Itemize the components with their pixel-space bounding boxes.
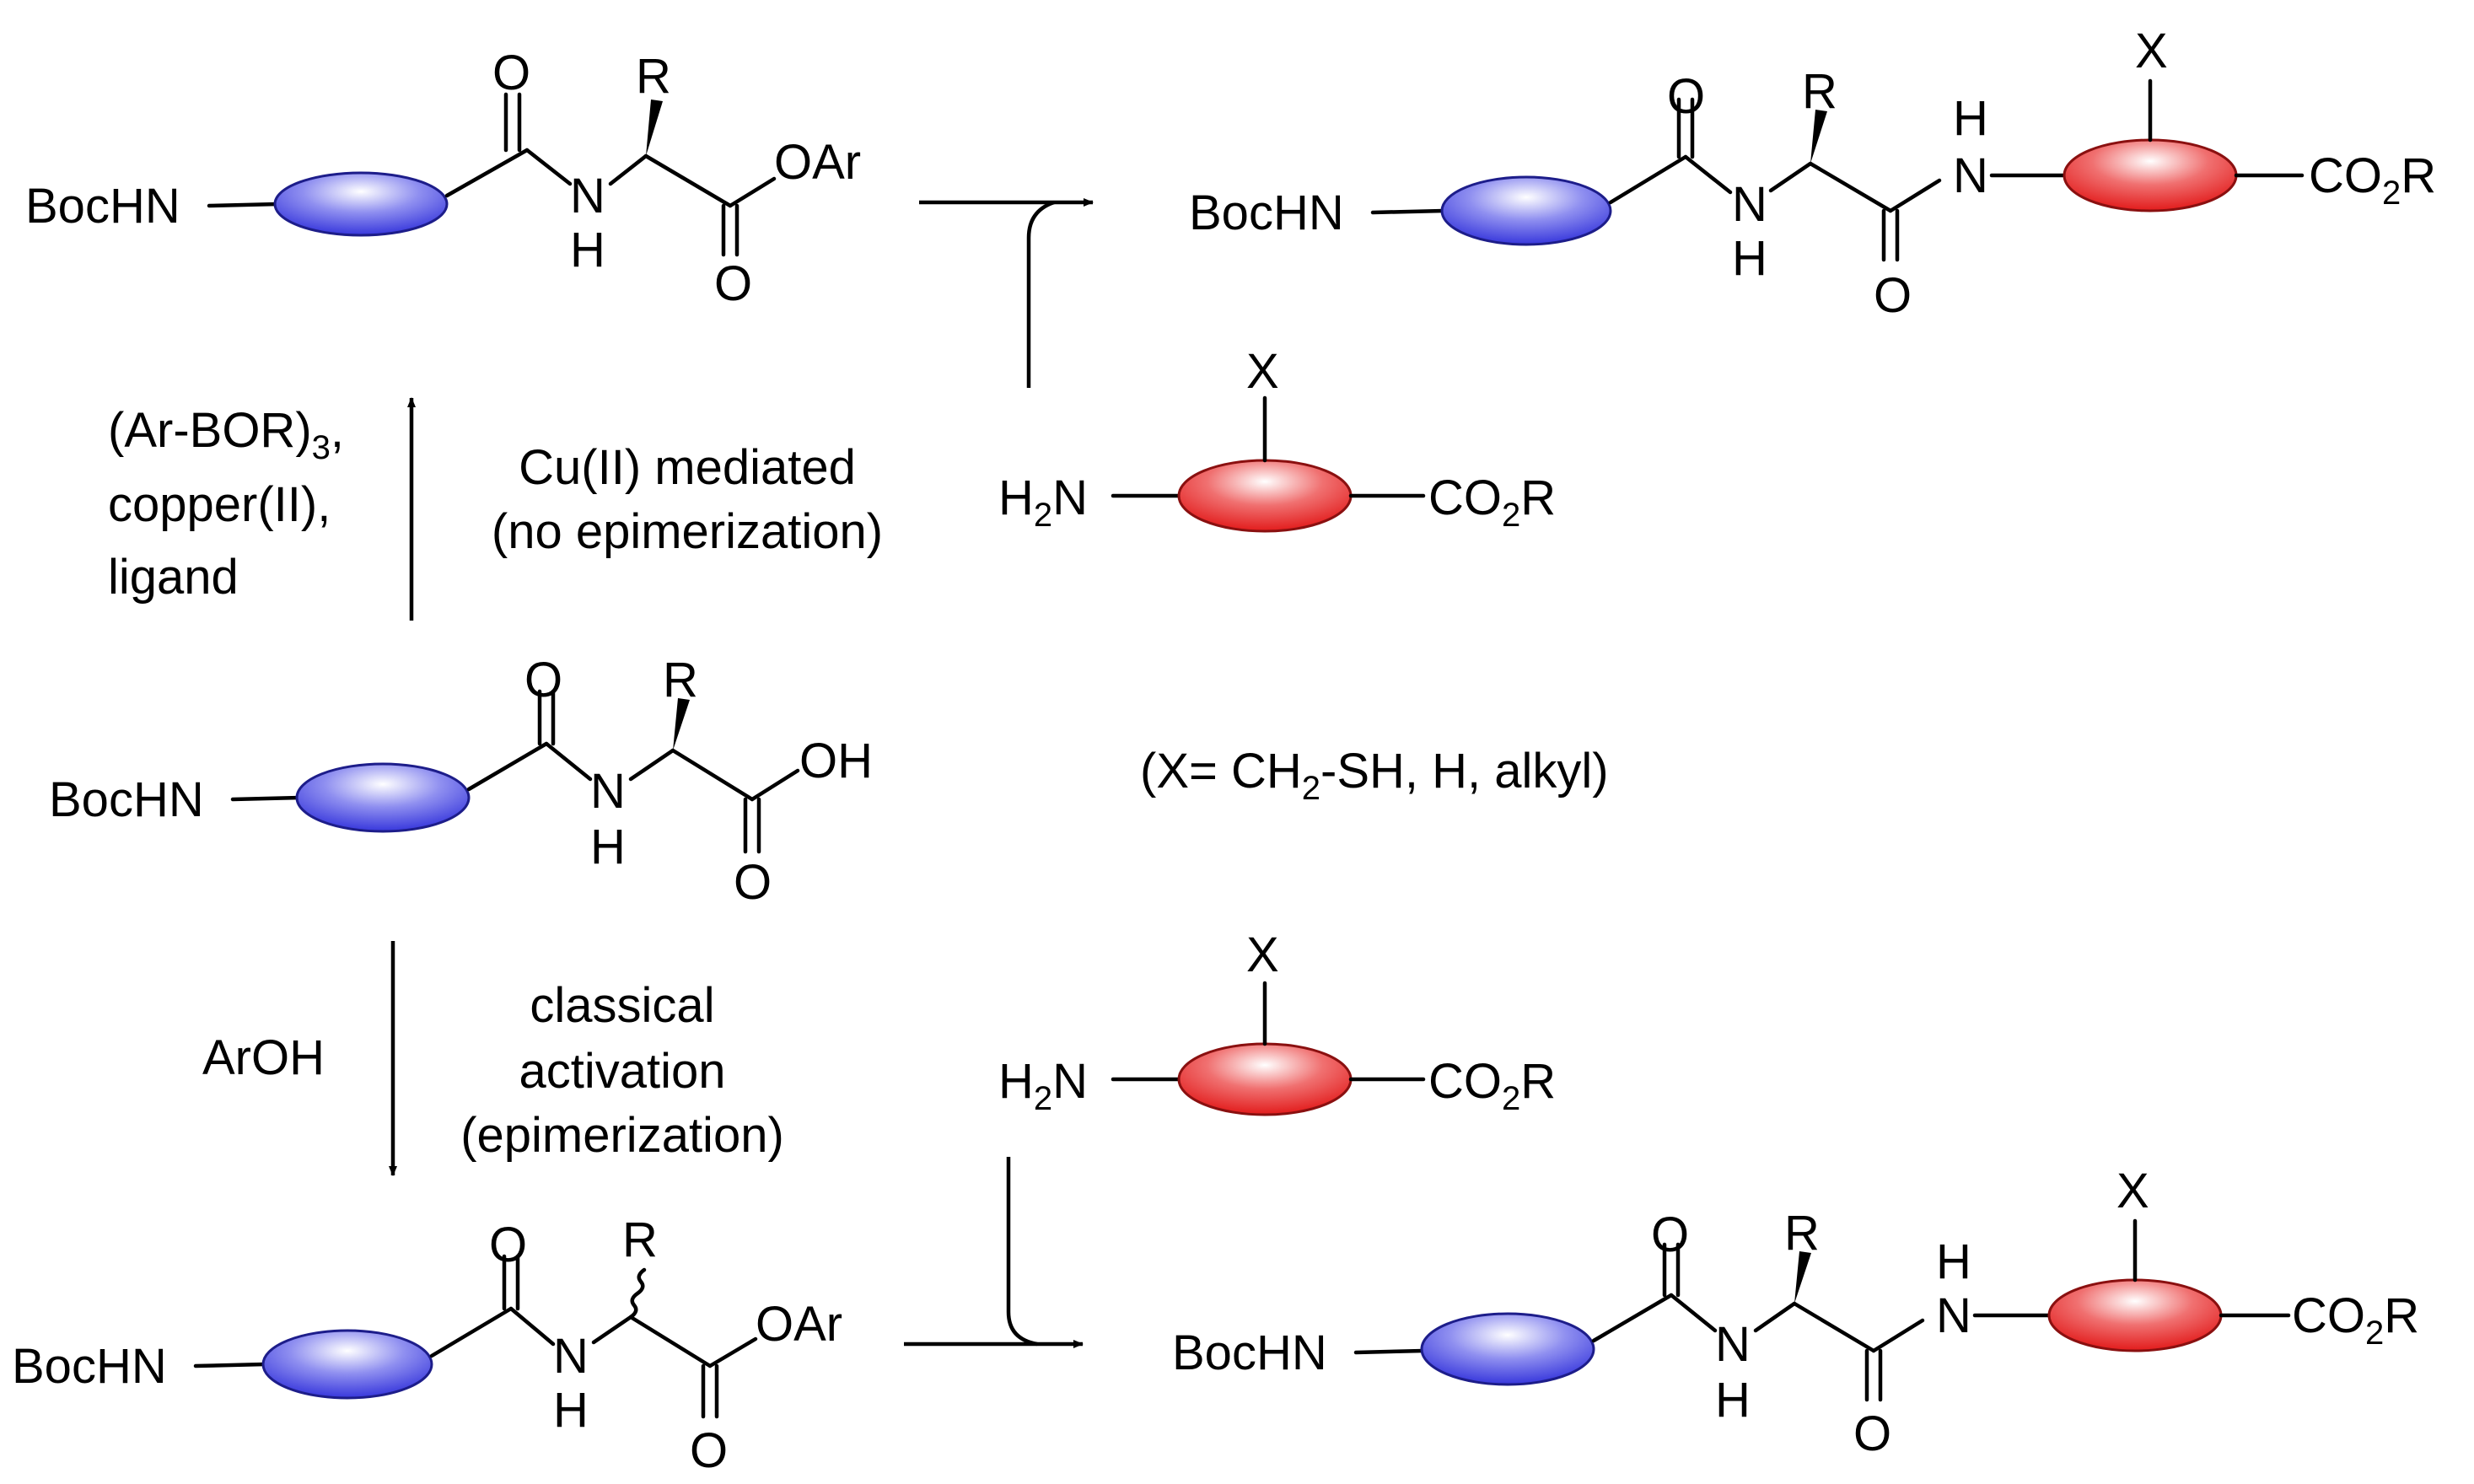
cu-note-line2: (no epimerization) [492,504,883,559]
blue-unit-ellipse [1420,1312,1595,1386]
co2r-label: CO2R [1428,470,1556,534]
amide-n-label: N [590,764,626,819]
bochn-label: BocHN [1172,1325,1327,1380]
ester-carbonyl-o-label: O [714,256,752,311]
carbonyl-o-label: O [1667,69,1705,124]
amine-component-lower: H2N X CO2R [998,928,1556,1117]
carbonyl-o-label: O [1874,268,1912,323]
cu-reagents-line2: copper(II), [108,477,331,532]
red-unit-ellipse [1177,1042,1353,1116]
bochn-label: BocHN [25,179,180,234]
amide-h-label: H [1715,1373,1751,1428]
amide-h-label: H [1732,231,1767,286]
r-group-label: R [1802,64,1837,119]
amide-h-label: H [590,820,626,874]
r-group-label: R [636,49,671,104]
amide-h-label: H [1936,1234,1971,1289]
blue-unit-ellipse [273,171,449,237]
co2r-label: CO2R [2292,1288,2419,1352]
aryl-ester-cu-route: BocHN O N H R O OAr [25,46,861,311]
cu-note-line1: Cu(II) mediated [519,440,856,495]
oh-label: OH [799,734,873,788]
amide-n-label: N [553,1329,589,1384]
x-substituent-label: X [2135,24,2168,78]
x-definition-text: (X= CH2-SH, H, alkyl) [1140,744,1609,807]
blue-unit-ellipse [261,1329,433,1400]
cu-reagents-line3: ligand [108,550,239,605]
x-substituent-label: X [1246,344,1279,399]
h2n-label: H2N [998,470,1088,534]
amide-n-label: N [1732,177,1767,232]
carbonyl-o-label: O [1651,1207,1689,1262]
free-acid-starting-material: BocHN O N H R O OH [49,653,873,910]
carbonyl-o-label: O [489,1218,527,1272]
x-substituent-label: X [1246,928,1279,982]
red-unit-ellipse [2063,138,2238,212]
carbonyl-o-label: O [524,653,562,707]
epimerized-wavy-bond [628,1267,647,1320]
co2r-label: CO2R [2309,148,2436,212]
amide-h-label: H [553,1383,589,1438]
ester-carbonyl-o-label: O [690,1423,728,1478]
r-group-label: R [1784,1206,1820,1261]
r-group-label: R [622,1212,658,1267]
acid-carbonyl-o-label: O [734,855,772,910]
red-unit-ellipse [1177,459,1353,533]
bochn-label: BocHN [1189,186,1344,240]
blue-unit-ellipse [1440,175,1612,246]
x-substituent-label: X [2116,1164,2149,1218]
h2n-label: H2N [998,1054,1088,1117]
amine-component-upper: H2N X CO2R [998,344,1556,534]
amide-n-label: N [1953,148,1988,203]
cu-route-note: Cu(II) mediated (no epimerization) [492,440,883,559]
blue-unit-ellipse [295,762,471,833]
amide-h-label: H [1953,91,1988,146]
cu-reagents-line1: (Ar-BOR)3, [108,403,344,466]
oar-label: OAr [774,135,861,190]
carbonyl-o-label: O [1853,1406,1891,1461]
oar-label: OAr [756,1297,842,1352]
peptide-product-cu-route: BocHN O N H R O H N X CO2R [1189,24,2436,323]
cu-route-reagents: (Ar-BOR)3, copper(II), ligand [108,403,344,605]
classical-note-line3: (epimerization) [460,1108,784,1163]
bochn-label: BocHN [12,1339,167,1394]
aryl-ester-classical-route: BocHN O N H R O OAr [12,1212,842,1478]
amide-n-label: N [1936,1288,1971,1343]
r-group-label: R [663,653,698,707]
carbonyl-o-label: O [492,46,530,100]
classical-note-line1: classical [530,978,714,1033]
co2r-label: CO2R [1428,1054,1556,1117]
bottom-coupling-feed-curve [1006,1157,1038,1347]
classical-route-note: classical activation (epimerization) [460,978,784,1163]
classical-reagent-label: ArOH [202,1030,325,1085]
amide-n-label: N [570,169,605,223]
top-coupling-feed-curve [1026,200,1055,388]
peptide-product-classical-route: BocHN O N H R O H N X CO2R [1172,1164,2419,1461]
classical-note-line2: activation [519,1044,725,1099]
amide-n-label: N [1715,1317,1751,1372]
red-unit-ellipse [2047,1278,2223,1352]
amide-h-label: H [570,223,605,277]
bochn-label: BocHN [49,772,204,827]
